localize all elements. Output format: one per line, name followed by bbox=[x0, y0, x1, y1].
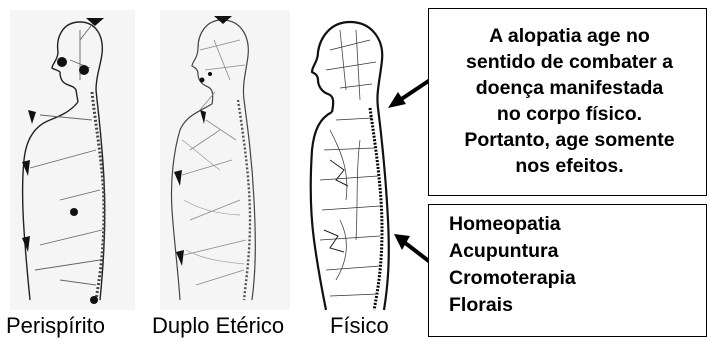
alopatia-line-3: doença manifestada bbox=[433, 75, 706, 101]
fisico-figure bbox=[311, 22, 389, 310]
duplo-eterico-label: Duplo Etérico bbox=[152, 312, 284, 340]
therapy-item: Florais bbox=[449, 292, 706, 319]
alopatia-line-6: nos efeitos. bbox=[433, 153, 706, 179]
duplo-eterico-panel bbox=[160, 10, 290, 310]
perispirito-label: Perispírito bbox=[6, 312, 105, 340]
fisico-label: Físico bbox=[330, 312, 389, 340]
therapy-item: Acupuntura bbox=[449, 238, 706, 265]
alopatia-line-2: sentido de combater a bbox=[433, 49, 706, 75]
arrow-to-body bbox=[388, 80, 430, 108]
alopatia-box: A alopatia age no sentido de combater a … bbox=[428, 8, 707, 196]
alopatia-line-4: no corpo físico. bbox=[433, 101, 706, 127]
therapy-item: Cromoterapia bbox=[449, 265, 706, 292]
perispirito-panel bbox=[10, 10, 135, 310]
therapies-box: Homeopatia Acupuntura Cromoterapia Flora… bbox=[428, 204, 707, 337]
therapy-item: Homeopatia bbox=[449, 211, 706, 238]
alopatia-line-1: A alopatia age no bbox=[433, 23, 706, 49]
alopatia-line-5: Portanto, age somente bbox=[433, 127, 706, 153]
arrow-to-spine bbox=[394, 234, 430, 262]
